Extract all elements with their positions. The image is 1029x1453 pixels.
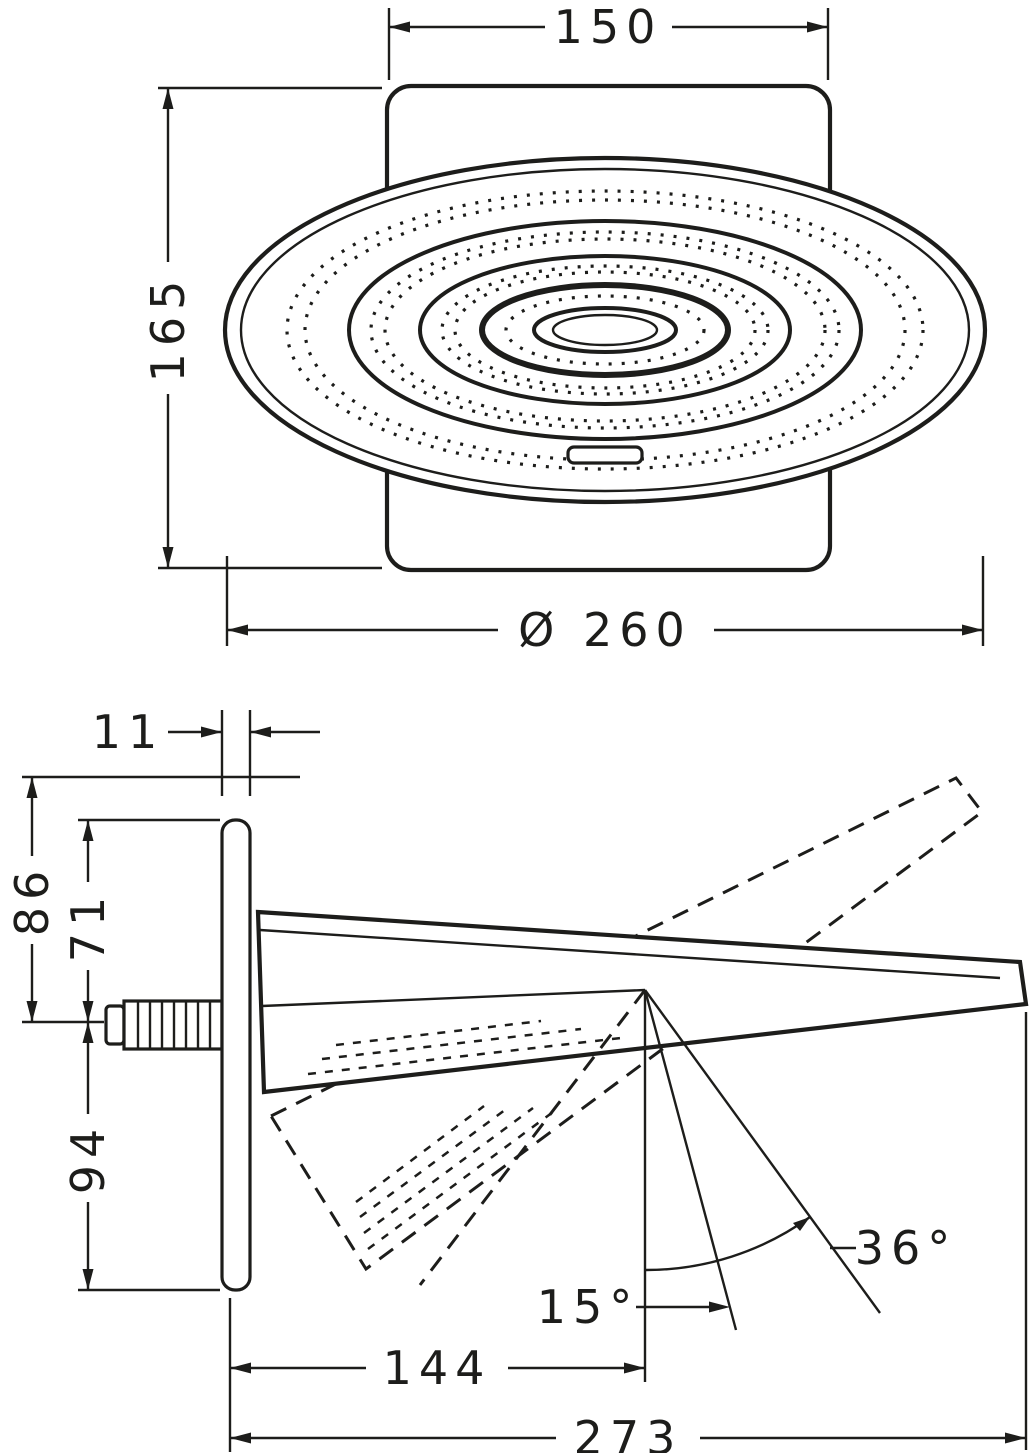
dim-94: 94 — [61, 1022, 220, 1292]
ring-3 — [347, 219, 863, 441]
dim-diameter-260: Ø 260 — [225, 556, 985, 657]
dim-71-label: 71 — [61, 890, 115, 963]
shower-head-face — [222, 155, 988, 505]
dim-144: 144 — [228, 1298, 645, 1452]
head-inner-rim — [239, 167, 971, 493]
dim-angle-36: 36° — [855, 1221, 958, 1275]
dim-angle-36-label: 36° — [855, 1221, 958, 1275]
nozzle-ring-mid-b — [383, 237, 827, 423]
dim-86-label: 86 — [5, 864, 59, 937]
dim-86: 86 — [5, 775, 300, 1024]
top-view-dimensions: 150 165 Ø 260 — [141, 0, 985, 657]
shower-head-profile — [255, 909, 1029, 1095]
ring-1 — [479, 282, 731, 378]
dim-height-165: 165 — [141, 86, 382, 570]
top-view — [222, 83, 988, 573]
head-tilted-position — [268, 776, 985, 1272]
logo-plate — [566, 445, 644, 465]
dim-273: 273 — [230, 1012, 1028, 1453]
supply-connector — [104, 999, 224, 1051]
nozzle-ring-center — [504, 294, 706, 366]
head-outer-rim — [222, 155, 988, 505]
side-view-dimensions: 11 86 71 94 — [5, 705, 1028, 1453]
center-outlet-inner — [551, 313, 659, 347]
dim-diameter-label: Ø 260 — [518, 603, 692, 657]
ring-2 — [418, 254, 792, 406]
nozzle-ring-outer-b — [303, 198, 907, 462]
dim-height-label: 165 — [141, 274, 195, 383]
dim-width-150: 150 — [387, 0, 830, 80]
nozzle-ring-inner-a — [440, 264, 770, 396]
dim-width-label: 150 — [554, 0, 663, 54]
dim-273-label: 273 — [574, 1411, 683, 1453]
wall-plate — [220, 818, 252, 1292]
dim-thickness-11: 11 — [92, 705, 320, 796]
dim-thickness-label: 11 — [92, 705, 165, 759]
side-view — [104, 776, 1029, 1382]
angle-reference-lines — [418, 989, 881, 1382]
dim-144-label: 144 — [383, 1341, 492, 1395]
dim-angle-15-label: 15° — [537, 1280, 640, 1334]
nozzle-ring-outer-a — [285, 189, 925, 471]
dim-94-label: 94 — [61, 1122, 115, 1195]
nozzle-ring-inner-b — [453, 270, 757, 390]
dim-71: 71 — [61, 818, 220, 1022]
nozzle-ring-mid-a — [369, 230, 841, 430]
center-outlet-outer — [532, 306, 678, 354]
dim-angle-15: 15° — [537, 1280, 730, 1334]
